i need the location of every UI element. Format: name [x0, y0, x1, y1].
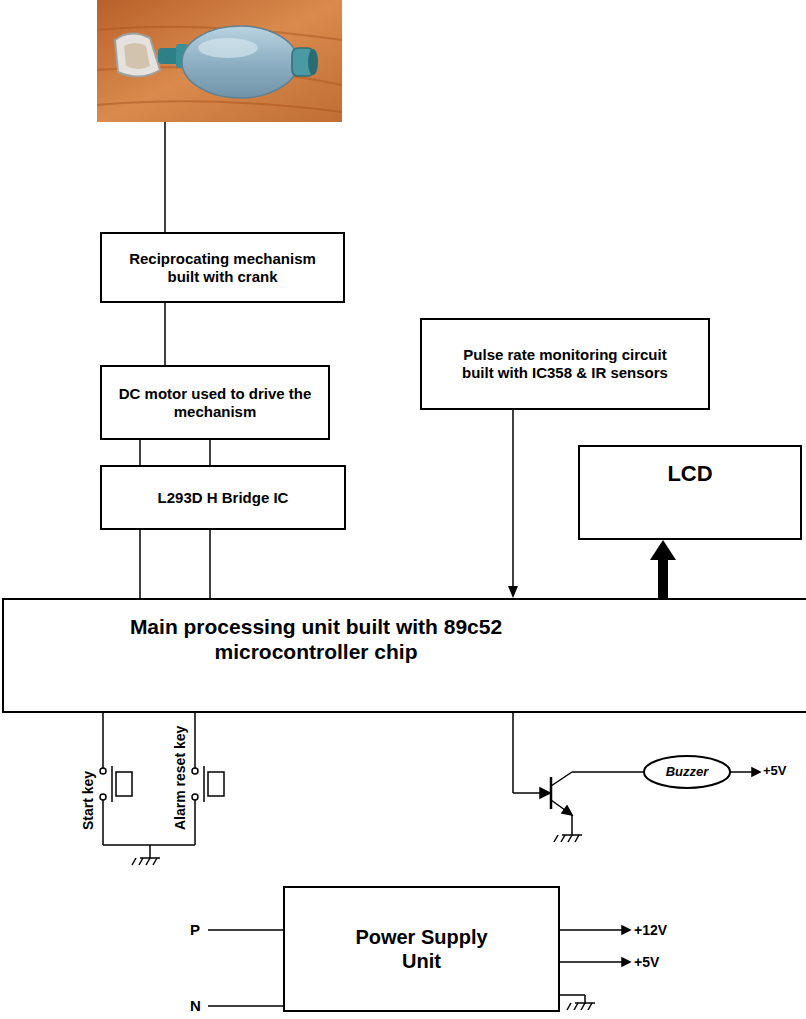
- terminal-label: N: [190, 997, 201, 1014]
- ground-symbol: [567, 1003, 571, 1010]
- box-label: LCD: [600, 461, 780, 487]
- arrowhead: [622, 958, 630, 966]
- wire: [194, 800, 196, 845]
- squeeze-bag: [182, 26, 298, 98]
- wire: [513, 792, 540, 794]
- terminal-label: P: [190, 921, 200, 938]
- box-label: Reciprocating mechanism built with crank: [115, 250, 330, 286]
- process-box: Reciprocating mechanism built with crank: [100, 232, 345, 303]
- connector: [210, 530, 211, 598]
- process-box: DC motor used to drive the mechanism: [100, 365, 330, 440]
- arrowhead: [752, 768, 760, 776]
- connector: [508, 410, 518, 598]
- wood-grain: [97, 27, 342, 112]
- arrowhead: [650, 540, 676, 560]
- connector-line: [139, 530, 141, 598]
- arrowhead: [540, 788, 550, 798]
- wire: [194, 713, 196, 768]
- switch-plunger: [111, 766, 113, 802]
- base-bar: [550, 777, 553, 809]
- connector-line: [139, 440, 141, 465]
- ground-symbol: [574, 1003, 578, 1010]
- voltage-label: +5V: [634, 954, 659, 970]
- bag-valve-mask-photo: [97, 0, 342, 122]
- connector-line: [209, 440, 211, 465]
- face-mask: [115, 33, 160, 76]
- key-label: Alarm reset key: [172, 726, 188, 830]
- connector: [650, 540, 676, 598]
- box-label: L293D H Bridge IC: [113, 489, 333, 507]
- wire: [560, 961, 622, 963]
- contact: [192, 768, 198, 774]
- processor-band: Main processing unit built with 89c52 mi…: [2, 598, 806, 713]
- connector-line: [512, 410, 514, 586]
- key-label: Start key: [80, 771, 96, 830]
- box-label: Pulse rate monitoring circuit built with…: [455, 346, 675, 382]
- emitter: [551, 800, 572, 815]
- switch-plunger: [203, 766, 205, 802]
- connector: [140, 440, 141, 465]
- ground-symbol: [568, 835, 572, 842]
- contact: [100, 794, 106, 800]
- wire: [149, 845, 151, 858]
- buzzer-oval: Buzzer: [643, 755, 731, 789]
- oval-shape: [644, 756, 730, 788]
- ground-symbol: [153, 858, 157, 865]
- ground-symbol: [575, 835, 579, 842]
- key-switches: [100, 713, 224, 865]
- wire: [512, 713, 514, 793]
- ground-symbol: [554, 835, 558, 842]
- connector: [210, 440, 211, 465]
- display-box: LCD: [578, 445, 802, 540]
- box-label: Buzzer: [666, 764, 709, 780]
- wire: [560, 929, 622, 931]
- ground-symbol: [561, 835, 565, 842]
- arrowhead: [622, 926, 630, 934]
- power-box: Power Supply Unit: [283, 886, 560, 1012]
- process-box: Pulse rate monitoring circuit built with…: [420, 318, 710, 410]
- connector-line: [658, 560, 668, 598]
- bag-highlight: [198, 38, 258, 58]
- voltage-label: +12V: [634, 922, 667, 938]
- mask-cushion: [124, 43, 150, 69]
- connector-line: [209, 530, 211, 598]
- ground-symbol: [588, 1003, 592, 1010]
- ground-symbol: [581, 1003, 585, 1010]
- wire: [102, 713, 104, 768]
- ground-symbol: [146, 858, 150, 865]
- wood-background: [97, 0, 342, 122]
- arrowhead: [508, 586, 518, 598]
- process-box: L293D H Bridge IC: [100, 465, 346, 530]
- connector-line: [164, 303, 166, 365]
- switch-button: [208, 772, 224, 796]
- emitter-arrow: [562, 806, 572, 815]
- wire: [572, 771, 643, 773]
- wire: [584, 995, 586, 1003]
- inlet-opening: [308, 49, 318, 75]
- transistor-symbol: [513, 713, 760, 842]
- switch-button: [116, 772, 132, 796]
- wire: [208, 1005, 283, 1007]
- contact: [192, 794, 198, 800]
- wire: [571, 815, 573, 835]
- connector: [140, 530, 141, 598]
- wire: [560, 994, 585, 996]
- box-label: Power Supply Unit: [339, 925, 504, 973]
- contact: [100, 768, 106, 774]
- wire: [731, 771, 752, 773]
- voltage-label: +5V: [763, 764, 787, 779]
- box-label: Main processing unit built with 89c52 mi…: [76, 614, 556, 664]
- ground-symbol: [139, 858, 143, 865]
- wire: [103, 844, 195, 846]
- connector: [165, 303, 166, 365]
- box-label: DC motor used to drive the mechanism: [113, 385, 318, 421]
- collector: [551, 772, 572, 786]
- ground-symbol: [132, 858, 136, 865]
- wire: [208, 929, 283, 931]
- link-wire: [164, 122, 166, 232]
- wire: [102, 800, 104, 845]
